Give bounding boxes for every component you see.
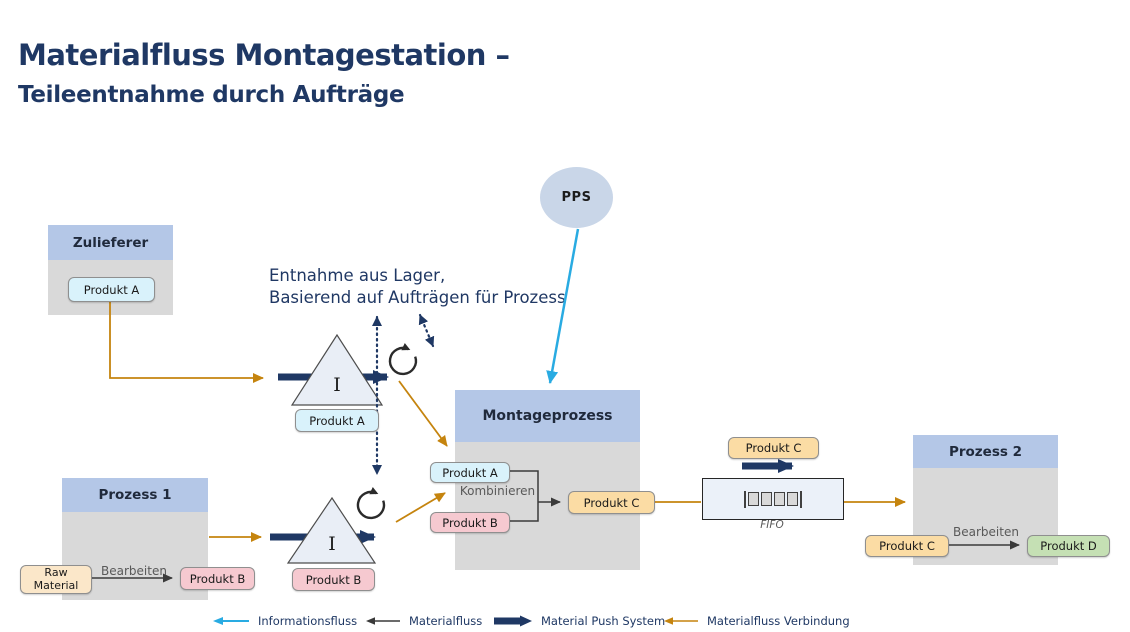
inventory2-to-assembly-connector: [395, 492, 446, 523]
legend-label: Materialfluss Verbindung: [707, 614, 850, 628]
informationsfluss-arrow-icon: [213, 617, 249, 625]
page-title: Materialfluss Montagestation –: [18, 38, 510, 72]
combine-bracket: [508, 470, 539, 522]
badge-produkt-d-process2: Produkt D: [1027, 535, 1110, 557]
process2-header: Prozess 2: [913, 435, 1058, 468]
materialfluss-arrow-icon: [366, 617, 400, 625]
badge-produkt-b-assembly: Produkt B: [430, 512, 510, 533]
annotation-text: Entnahme aus Lager, Basierend auf Aufträ…: [269, 265, 566, 309]
badge-produkt-b-inventory: Produkt B: [292, 568, 375, 591]
legend-item-materialfluss: Materialfluss: [366, 611, 482, 631]
legend-item-material-push-system: Material Push System: [494, 611, 665, 631]
inventory-to-assembly-connector: [398, 380, 448, 447]
badge-produkt-c-lane: Produkt C: [728, 437, 819, 459]
fifo-queue-icon: [744, 490, 802, 508]
cycle-arrow-icon-bottom: [356, 487, 386, 520]
annotation-line1: Entnahme aus Lager,: [269, 266, 446, 285]
supplier-header: Zulieferer: [48, 225, 173, 260]
pps-info-flow-arrow: [546, 228, 580, 384]
materialfluss-verbindung-arrow-icon: [664, 617, 698, 625]
badge-produkt-c-process2: Produkt C: [865, 535, 949, 557]
fifo-label: FIFO: [760, 519, 784, 531]
material-push-arrow-icon: [494, 615, 532, 627]
process1-header: Prozess 1: [62, 478, 208, 512]
inventory-symbol-bottom: I: [328, 533, 336, 555]
legend-label: Materialfluss: [409, 614, 483, 628]
pps-node: PPS: [540, 167, 613, 228]
legend-item-materialfluss-verbindung: Materialfluss Verbindung: [664, 611, 850, 631]
assembly-header: Montageprozess: [455, 390, 640, 442]
dotted-info-link-diagonal: [418, 313, 435, 348]
page-subtitle: Teileentnahme durch Aufträge: [18, 82, 405, 108]
annotation-line2: Basierend auf Aufträgen für Prozess: [269, 288, 566, 307]
legend-label: Material Push System: [541, 614, 666, 628]
supplier-to-inventory-connector: [109, 301, 264, 383]
badge-produkt-a-inventory: Produkt A: [295, 409, 379, 432]
badge-produkt-a-assembly: Produkt A: [430, 462, 510, 483]
process2-action-label: Bearbeiten: [953, 525, 1019, 539]
inventory-triangle-bottom: [286, 496, 377, 564]
badge-produkt-c-assembly: Produkt C: [568, 491, 655, 514]
badge-produkt-a-supplier: Produkt A: [68, 277, 155, 302]
badge-produkt-b-process1: Produkt B: [180, 567, 255, 590]
legend-label: Informationsfluss: [258, 614, 358, 628]
badge-raw-material: Raw Material: [20, 565, 92, 594]
inventory-symbol-top: I: [333, 374, 341, 396]
cycle-arrow-icon-top: [388, 343, 418, 376]
legend-item-informationsfluss: Informationsfluss: [213, 611, 357, 631]
assembly-action-label: Kombinieren: [459, 484, 536, 498]
inventory-triangle-top: [290, 333, 384, 406]
process1-action-label: Bearbeiten: [101, 564, 167, 578]
fifo-lane: [702, 478, 844, 520]
